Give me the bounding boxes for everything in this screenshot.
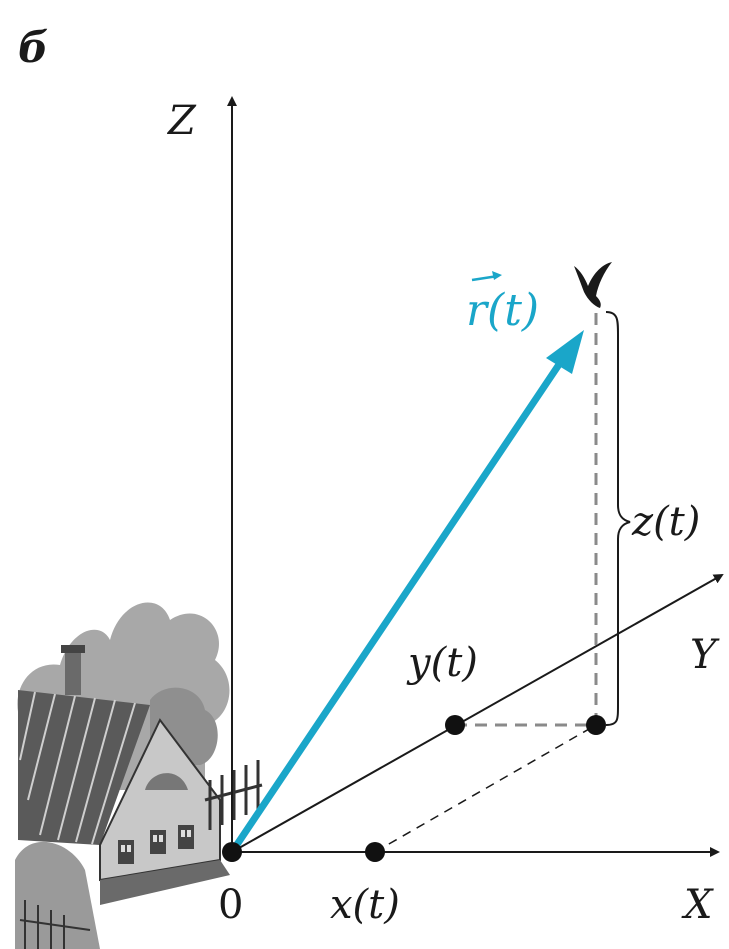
z-brace [605, 311, 631, 726]
x-point [365, 842, 385, 862]
origin-label: 0 [218, 882, 243, 928]
vector-label: r(t) [466, 285, 539, 336]
z-component-label: z(t) [631, 499, 700, 545]
x-component-label: x(t) [330, 882, 400, 928]
y-axis-label: Y [690, 632, 720, 678]
house-illustration [15, 645, 263, 949]
x-projection-line [374, 724, 597, 853]
x-axis-label: X [681, 882, 714, 928]
bird-icon [574, 262, 612, 308]
position-vector [229, 358, 565, 854]
y-point [445, 715, 465, 735]
y-axis [231, 574, 724, 853]
origin-point [222, 842, 242, 862]
panel-label: б [18, 23, 48, 72]
projection-lines [455, 312, 598, 727]
z-axis-label: Z [166, 98, 197, 144]
position-vector-arrowhead [546, 330, 584, 374]
y-component-label: y(t) [406, 640, 478, 686]
projection-point [586, 715, 606, 735]
vector-label-arrow [471, 271, 502, 282]
